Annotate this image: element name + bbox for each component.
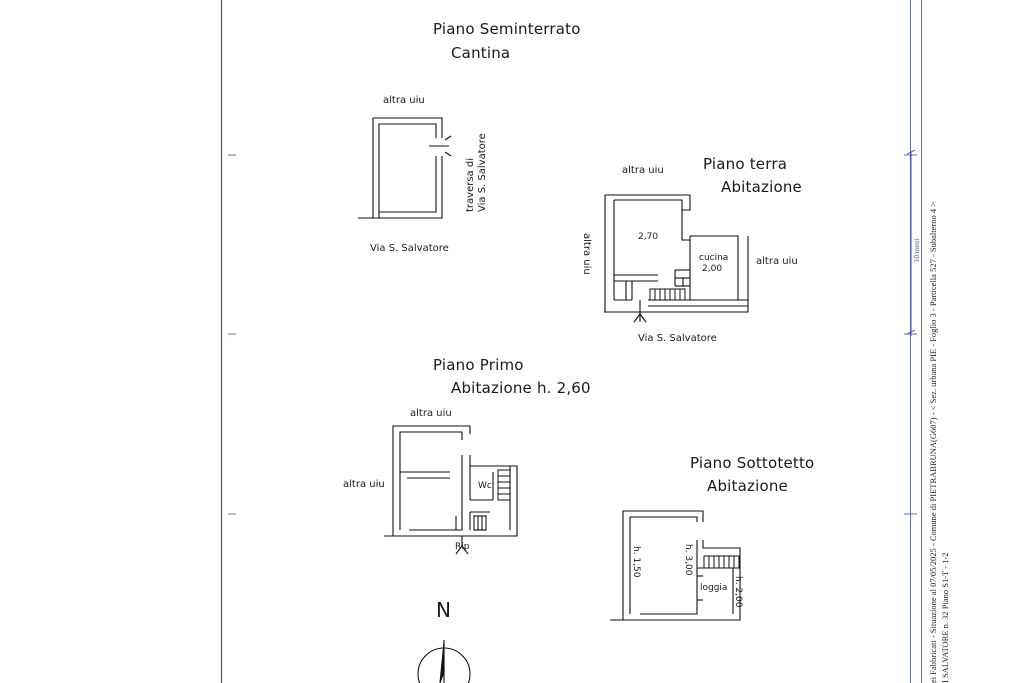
ground-floor-plan: [604, 194, 749, 323]
first-wc-label: Wc: [478, 481, 492, 491]
attic-loggia-label: loggia: [700, 583, 728, 593]
ground-kitchen-height: 2,00: [702, 264, 723, 274]
attic-subtitle: Abitazione: [707, 477, 788, 495]
side-caption-line2: I SALVATORE n. 32 Piano S1-T - 1-2: [940, 552, 950, 683]
ground-kitchen-label: cucina: [699, 253, 729, 263]
ground-title: Piano terra: [703, 155, 788, 173]
attic-height-left: h. 1,50: [631, 546, 641, 578]
scale-label: 10 metri: [913, 238, 921, 262]
first-title: Piano Primo: [433, 356, 524, 374]
ground-street-bottom: Via S. Salvatore: [638, 333, 717, 344]
basement-street-side-line1: traversa di: [465, 158, 476, 212]
attic-plan: [610, 510, 741, 621]
basement-subtitle: Cantina: [451, 44, 511, 62]
first-subtitle: Abitazione h. 2,60: [451, 379, 591, 397]
first-adjacent-left: altra uiu: [343, 479, 385, 490]
ground-floor-stairs: [649, 288, 686, 301]
basement-plan: [358, 117, 452, 219]
basement-adjacent-top: altra uiu: [383, 95, 425, 106]
basement-title: Piano Seminterrato: [433, 20, 581, 38]
page-frame: [220, 0, 922, 683]
first-adjacent-top: altra uiu: [410, 408, 452, 419]
attic-height-right: h. 2,00: [733, 576, 743, 608]
attic-height-mid: h. 3,00: [683, 544, 693, 576]
ground-subtitle: Abitazione: [721, 178, 802, 196]
basement-street-side-line2: Via S. Salvatore: [477, 133, 488, 212]
side-caption-line1: ei Fabbricati - Situazione al 07/05/2025…: [928, 201, 938, 683]
first-floor-plan: [384, 425, 518, 555]
first-floor-stairs: [497, 469, 511, 501]
north-label: N: [436, 598, 451, 622]
ground-adjacent-left: altra uiu: [581, 233, 592, 275]
attic-stairs: [703, 555, 740, 569]
north-arrow: [417, 640, 471, 683]
first-storage-label: Rip: [455, 542, 470, 552]
basement-street-bottom: Via S. Salvatore: [370, 243, 449, 254]
attic-title: Piano Sottotetto: [690, 454, 815, 472]
ground-room-height: 2,70: [638, 232, 659, 242]
ground-adjacent-top: altra uiu: [622, 165, 664, 176]
ground-adjacent-right: altra uiu: [756, 256, 798, 267]
